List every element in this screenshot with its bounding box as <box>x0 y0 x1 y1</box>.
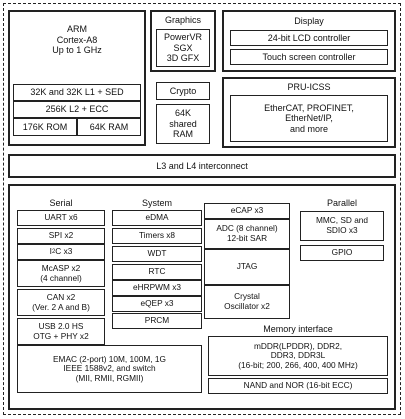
eqep: eQEP x3 <box>112 296 202 312</box>
crystal-oscillator: Crystal Oscillator x2 <box>204 285 290 319</box>
timers: Timers x8 <box>112 228 202 244</box>
interconnect-bar: L3 and L4 interconnect <box>8 154 396 178</box>
emac: EMAC (2-port) 10M, 100M, 1G IEEE 1588v2,… <box>17 345 202 393</box>
system-title: System <box>141 197 172 208</box>
graphics-title: Graphics <box>164 14 201 25</box>
adc: ADC (8 channel) 12-bit SAR <box>204 219 290 249</box>
mmc-sd-sdio: MMC, SD and SDIO x3 <box>300 211 384 241</box>
pru-protocols: EtherCAT, PROFINET, EtherNet/IP, and mor… <box>230 95 388 142</box>
jtag: JTAG <box>204 249 290 285</box>
mcasp: McASP x2 (4 channel) <box>17 260 105 287</box>
l2-cache: 256K L2 + ECC <box>13 101 141 118</box>
wdt: WDT <box>112 246 202 262</box>
crypto: Crypto <box>156 82 210 100</box>
arm-label: ARM Cortex-A8 Up to 1 GHz <box>10 16 144 64</box>
memory-title: Memory interface <box>263 323 333 334</box>
ddr-controller: mDDR(LPDDR), DDR2, DDR3, DDR3L (16-bit; … <box>208 336 388 376</box>
ehrpwm: eHRPWM x3 <box>112 280 202 296</box>
powervr-sgx: PowerVR SGX 3D GFX <box>156 29 210 67</box>
lcd-controller: 24-bit LCD controller <box>230 30 388 46</box>
gpio: GPIO <box>300 245 384 261</box>
l1-cache: 32K and 32K L1 + SED <box>13 84 141 101</box>
serial-title: Serial <box>49 197 73 208</box>
shared-ram: 64K shared RAM <box>156 104 210 144</box>
spi: SPI x2 <box>17 228 105 244</box>
rom: 176K ROM <box>13 118 77 136</box>
ecap: eCAP x3 <box>204 203 290 219</box>
parallel-title: Parallel <box>326 197 357 208</box>
uart: UART x6 <box>17 210 105 226</box>
arm-line1: ARM <box>67 24 87 35</box>
nand-nor: NAND and NOR (16-bit ECC) <box>208 378 388 394</box>
prcm: PRCM <box>112 313 202 329</box>
touch-controller: Touch screen controller <box>230 49 388 65</box>
arm-line2: Cortex-A8 <box>56 34 98 45</box>
edma: eDMA <box>112 210 202 226</box>
rtc: RTC <box>112 264 202 280</box>
arm-line3: Up to 1 GHz <box>52 45 102 56</box>
ram: 64K RAM <box>77 118 141 136</box>
can: CAN x2 (Ver. 2 A and B) <box>17 289 105 316</box>
display-title: Display <box>294 15 324 26</box>
chip-outline <box>3 3 401 415</box>
usb: USB 2.0 HS OTG + PHY x2 <box>17 318 105 345</box>
pru-title: PRU-ICSS <box>287 81 331 92</box>
